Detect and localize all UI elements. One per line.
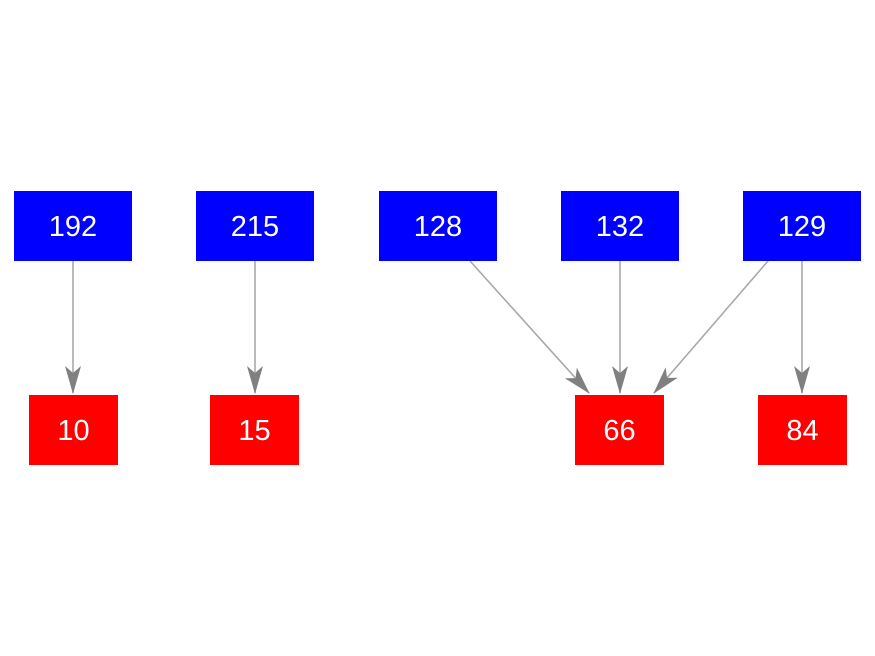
node-10: 10	[29, 395, 118, 465]
node-84: 84	[758, 395, 847, 465]
node-129: 129	[743, 191, 861, 261]
node-192: 192	[14, 191, 132, 261]
edge-129-to-66	[653, 260, 769, 394]
node-215: 215	[196, 191, 314, 261]
edge-128-to-66	[469, 260, 590, 394]
node-128: 128	[379, 191, 497, 261]
node-15: 15	[210, 395, 299, 465]
node-132: 132	[561, 191, 679, 261]
node-66: 66	[575, 395, 664, 465]
